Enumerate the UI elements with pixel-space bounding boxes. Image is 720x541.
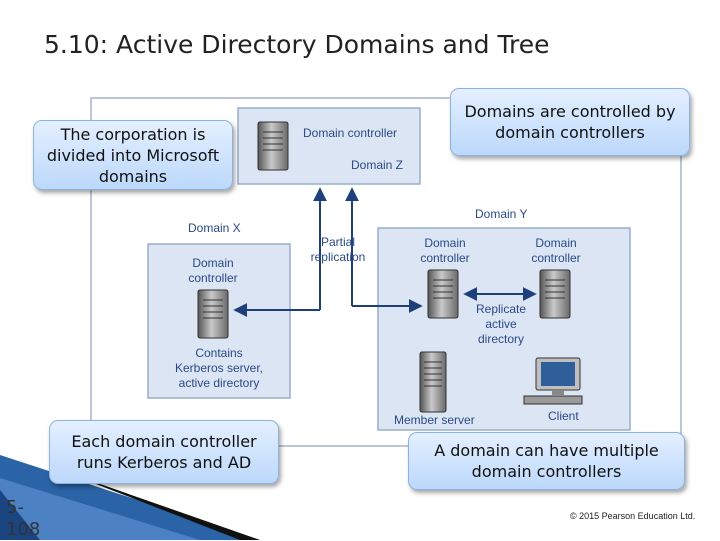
domain-y-name-label: Domain Y	[475, 207, 528, 221]
callout-multiple: A domain can have multiple domain contro…	[408, 432, 685, 490]
copyright-text: © 2015 Pearson Education Ltd.	[570, 511, 696, 521]
callout-kerberos: Each domain controller runs Kerberos and…	[49, 420, 279, 484]
domain-x-controller-label: Domain controller	[188, 256, 238, 285]
server-icon	[427, 269, 459, 319]
slide-number: 5- 108	[6, 497, 41, 540]
member-server-icon	[419, 351, 447, 413]
client-label: Client	[548, 409, 579, 423]
domain-y-controller-label-right: Domain controller	[531, 236, 581, 265]
server-icon	[257, 121, 289, 171]
server-icon	[539, 269, 571, 319]
domain-y-controller-label-left: Domain controller	[420, 236, 470, 265]
domain-z-name-label: Domain Z	[351, 158, 404, 172]
domain-x-contains-label: Contains Kerberos server, active directo…	[174, 346, 264, 390]
callout-controlled: Domains are controlled by domain control…	[450, 88, 690, 156]
domain-z-controller-label: Domain controller	[303, 126, 398, 140]
member-server-label: Member server	[394, 413, 475, 427]
replicate-label: Replicate active directory	[475, 302, 527, 346]
client-computer-icon	[523, 357, 583, 405]
server-icon	[197, 289, 229, 339]
slide-title: 5.10: Active Directory Domains and Tree	[44, 30, 550, 59]
callout-corporation: The corporation is divided into Microsof…	[33, 120, 233, 190]
domain-x-name-label: Domain X	[188, 221, 241, 235]
partial-replication-label: Partial replication	[310, 235, 366, 264]
